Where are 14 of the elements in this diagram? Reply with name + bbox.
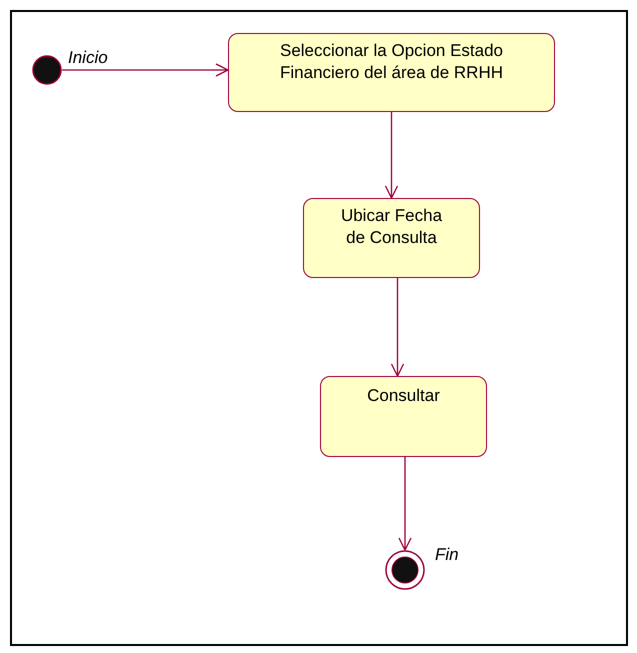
- final-node: [385, 550, 425, 590]
- arrow: [384, 112, 398, 199]
- node-caption: Fin: [435, 545, 459, 565]
- activity-label: Ubicar Fecha de Consulta: [340, 205, 444, 249]
- activity-label: Seleccionar la Opcion Estado Financiero del área de RRHH: [278, 40, 504, 84]
- arrow: [398, 457, 412, 551]
- activity-box: [228, 33, 555, 112]
- activity-box: [320, 376, 487, 457]
- initial-node: [32, 55, 62, 85]
- activity-label: Consultar: [367, 385, 440, 407]
- arrow: [62, 63, 229, 77]
- activity-box: [303, 198, 480, 278]
- node-caption: Inicio: [68, 48, 108, 68]
- arrow: [390, 278, 404, 377]
